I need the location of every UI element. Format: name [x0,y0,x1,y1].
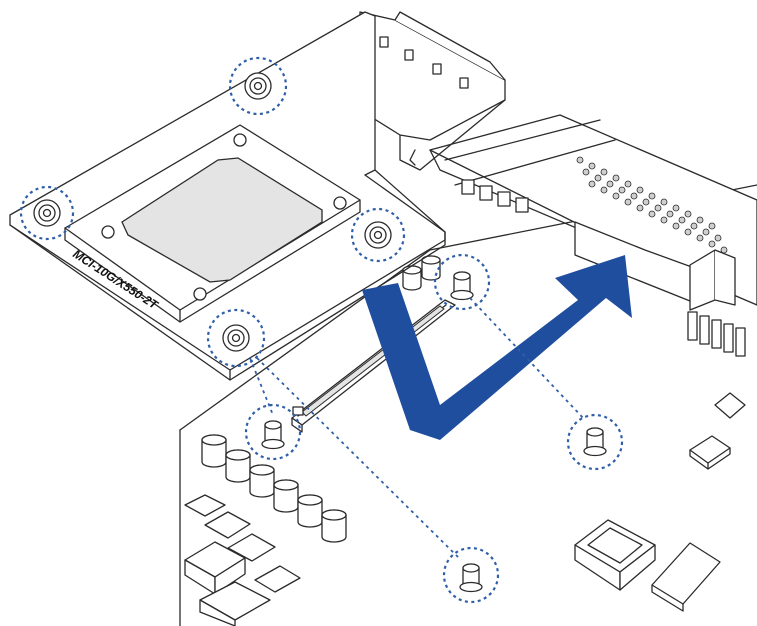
alignment-guides [19,56,624,604]
standoff-icon [450,271,474,301]
insertion-arrow-icon [362,255,632,440]
small-chip [689,392,746,470]
screw-hole-icon [222,324,250,352]
capacitors [201,434,347,543]
motherboard [179,114,757,626]
heatsink [64,124,361,323]
chipset [574,519,721,612]
card-bracket [359,11,506,171]
screw-hole-icon [244,72,272,100]
screw-hole-icon [33,199,61,227]
standoff-icon [459,563,483,593]
vrm-blocks [184,494,301,626]
standoff-icon [261,420,285,450]
heatsink-fins [429,114,757,306]
standoff-icon [583,427,607,457]
screw-hole-icon [364,221,392,249]
network-card: MCI-10G/X550-2T [9,11,506,381]
rear-connectors [687,249,746,357]
